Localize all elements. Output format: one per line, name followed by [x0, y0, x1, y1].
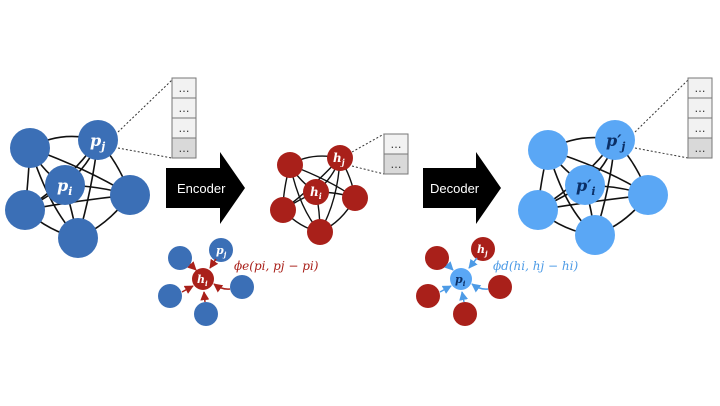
output-node — [518, 190, 558, 230]
feature-cell-text: … — [695, 142, 706, 155]
output-graph: p′j p′i — [518, 120, 668, 255]
latent-node — [270, 197, 296, 223]
output-node — [575, 215, 615, 255]
encoder-neighbor-node — [168, 246, 192, 270]
input-node-pj — [78, 120, 118, 160]
feature-cell — [171, 137, 197, 159]
label-pi-prime: p′i — [576, 176, 596, 198]
encoder-neighbor-label: pj — [216, 244, 227, 259]
feature-cell-text: … — [695, 122, 706, 135]
latent-node-hj — [327, 145, 353, 171]
label-hi: hi — [310, 185, 322, 201]
feature-cell-text: … — [179, 142, 190, 155]
feature-cell-text: … — [179, 122, 190, 135]
decoder-neighbor-node — [488, 275, 512, 299]
latent-node-hi — [303, 179, 329, 205]
output-node-pi — [565, 165, 605, 205]
decoder-detail: pi hj ϕd(hi, hj − hi) — [416, 237, 578, 326]
label-hj: hj — [333, 151, 345, 167]
decoder-arrow: Decoder — [423, 152, 501, 224]
latent-node — [307, 219, 333, 245]
input-node — [5, 190, 45, 230]
encoder-arrow: Encoder — [166, 152, 245, 224]
decoder-neighbor-node — [416, 284, 440, 308]
feature-cell — [687, 137, 713, 159]
encoder-neighbor-node — [158, 284, 182, 308]
input-node — [10, 128, 50, 168]
feature-cell-text: … — [391, 138, 402, 151]
output-node — [528, 130, 568, 170]
feature-cell-text: … — [695, 102, 706, 115]
decoder-neighbor-node — [425, 246, 449, 270]
label-pi: pi — [57, 176, 72, 198]
decoder-neighbor-hj — [471, 237, 495, 261]
feature-cell-text: … — [391, 158, 402, 171]
decoder-neighbor-node — [453, 302, 477, 326]
decoder-label: Decoder — [430, 181, 480, 196]
decoder-center-pi — [450, 268, 472, 290]
encoder-neighbor-node — [230, 275, 254, 299]
latent-node — [277, 152, 303, 178]
encoder-neighbor-node — [194, 302, 218, 326]
latent-feature-vector: …… — [351, 133, 409, 175]
encoder-detail: hi pj ϕe(pi, pj − pi) — [158, 238, 319, 326]
label-pj: pj — [90, 131, 105, 153]
decoder-formula: ϕd(hi, hj − hi) — [493, 259, 578, 273]
latent-graph: hj hi — [270, 145, 368, 245]
output-node — [628, 175, 668, 215]
encoder-center-label: hi — [197, 273, 208, 288]
feature-cell-text: … — [695, 82, 706, 95]
input-node — [58, 218, 98, 258]
input-feature-vector: … … … … — [117, 77, 197, 159]
input-graph: pj pi — [5, 120, 150, 258]
feature-cell — [383, 153, 409, 175]
encoder-neighbor-pj — [209, 238, 233, 262]
feature-cell-text: … — [179, 82, 190, 95]
output-feature-vector: … … … … — [634, 77, 713, 159]
decoder-neighbor-label: hj — [477, 243, 488, 258]
encoder-center-hi — [192, 268, 214, 290]
input-node — [110, 175, 150, 215]
input-node-pi — [45, 165, 85, 205]
latent-node — [342, 185, 368, 211]
feature-cell-text: … — [179, 102, 190, 115]
output-node-pj — [595, 120, 635, 160]
decoder-center-label: pi — [455, 273, 466, 288]
encoder-label: Encoder — [177, 181, 226, 196]
encoder-formula: ϕe(pi, pj − pi) — [234, 259, 319, 273]
label-pj-prime: p′j — [606, 131, 625, 153]
